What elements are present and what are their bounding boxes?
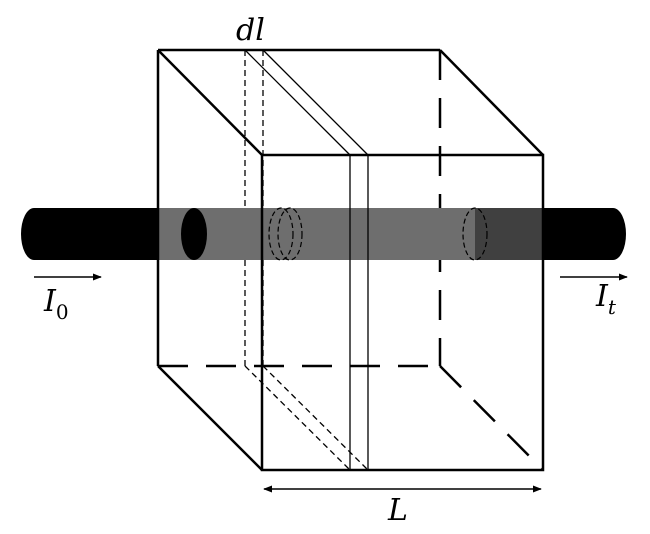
cuvette-top-left-diagonal: [157, 49, 263, 156]
slice-bottom-right-diagonal: [262, 365, 369, 471]
slice-top-right-diagonal: [262, 49, 369, 156]
light-beam: [21, 207, 626, 261]
path-length-label: L: [387, 493, 408, 528]
incident-intensity-subscript: 0: [56, 300, 69, 324]
transmitted-intensity-label: It: [595, 279, 617, 319]
cuvette-top-right-diagonal: [439, 49, 544, 156]
cuvette-bottom-left-diagonal: [157, 365, 263, 471]
beam-inside-entry-segment: [158, 208, 475, 260]
beam-slice-cross-section-right: [277, 207, 303, 261]
slice-thickness-label: dl: [236, 13, 265, 48]
beam-incoming-segment: [34, 208, 158, 260]
cuvette-visible-edges: [156, 48, 545, 472]
hidden-bottom-right-diagonal: [439, 365, 544, 471]
beam-outgoing-cap: [600, 208, 626, 260]
beam-entry-cross-section: [181, 208, 207, 260]
cuvette-front-face: [260, 153, 545, 472]
slice-visible-lines: [244, 49, 369, 470]
incident-intensity-symbol: I: [43, 284, 57, 319]
transmitted-intensity-symbol: I: [595, 279, 609, 314]
slice-top-left-diagonal: [244, 49, 351, 156]
beam-incoming-cap: [21, 208, 47, 260]
incident-intensity-label: I0: [43, 284, 69, 324]
transmitted-intensity-subscript: t: [608, 295, 617, 319]
beam-exit-cross-section: [462, 207, 488, 261]
beam-slice-cross-section-left: [268, 207, 294, 261]
beam-inside-exit-segment: [475, 208, 543, 260]
